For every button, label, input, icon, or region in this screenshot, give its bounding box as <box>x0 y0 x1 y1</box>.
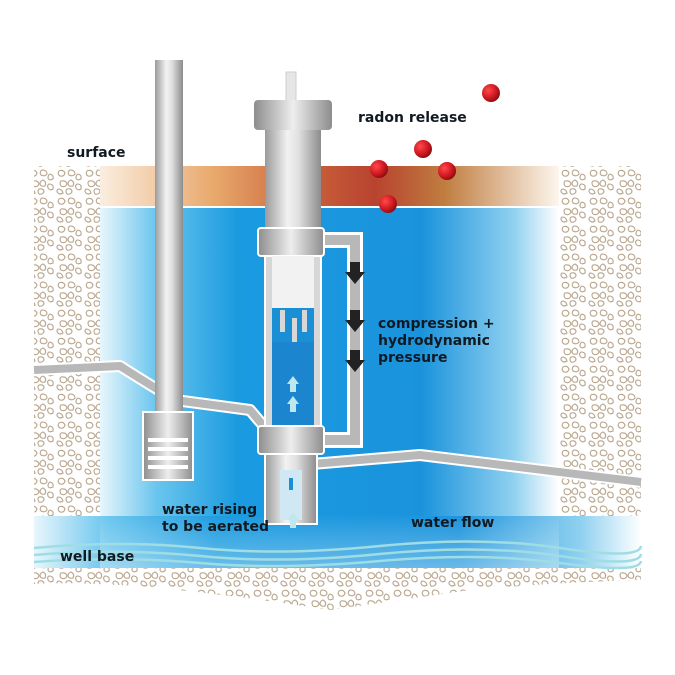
gravel-wall-right <box>559 166 641 516</box>
radon-particle <box>379 195 397 213</box>
label-compression-2: hydrodynamic <box>378 333 490 349</box>
radon-particle <box>482 84 500 102</box>
aerator-top-cap <box>254 100 332 130</box>
aerator-upper-collar <box>257 227 325 257</box>
radon-particles <box>370 84 500 213</box>
down-arrow-icon <box>345 262 365 284</box>
label-water-rising-2: to be aerated <box>162 519 270 535</box>
label-water-flow: water flow <box>411 515 495 531</box>
aerator-lower-collar <box>257 425 325 455</box>
radon-particle <box>438 162 456 180</box>
label-well-base: well base <box>60 549 135 565</box>
intake-strainer <box>142 411 194 481</box>
gravel-base <box>34 568 641 610</box>
water-waves <box>33 540 643 570</box>
label-compression-3: pressure <box>378 350 448 366</box>
intake-pipe <box>155 60 183 420</box>
compression-arrows <box>345 262 365 372</box>
gravel-wall-left <box>34 166 100 516</box>
up-arrow-icon <box>287 512 299 528</box>
up-arrow-icon <box>287 376 299 392</box>
label-compression-1: compression + <box>378 316 495 332</box>
rising-arrows <box>287 376 299 528</box>
down-arrow-icon <box>345 310 365 332</box>
radon-particle <box>370 160 388 178</box>
down-arrow-icon <box>345 350 365 372</box>
label-radon-release: radon release <box>358 110 467 126</box>
label-surface: surface <box>67 145 126 161</box>
radon-particle <box>414 140 432 158</box>
label-water-rising-1: water rising <box>162 502 258 518</box>
up-arrow-icon <box>287 396 299 412</box>
